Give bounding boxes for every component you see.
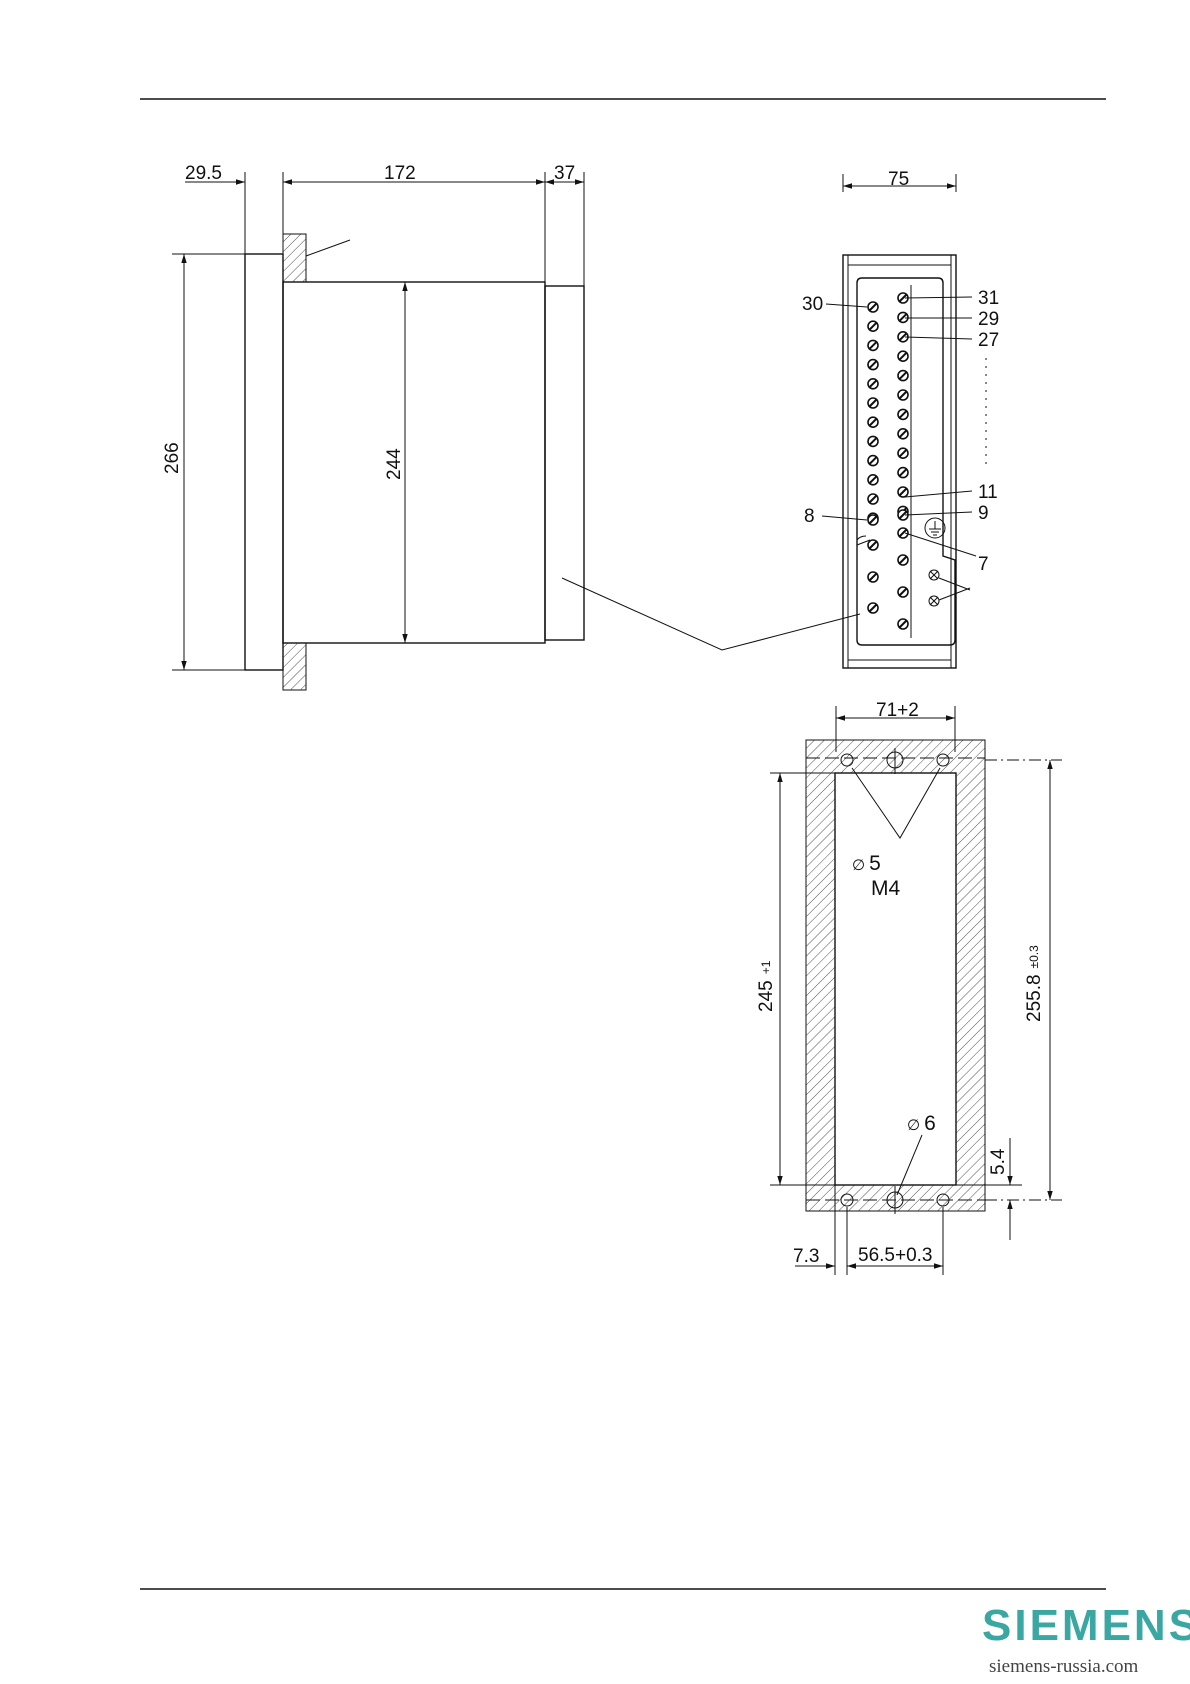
dim-body-height: 244 [384,448,405,480]
terminal-screw-icon [898,468,908,478]
terminal-screw-icon [868,572,878,582]
dim-flange-thickness: 29.5 [185,163,222,184]
dim-hole-diameter-top: ∅5 [852,852,881,875]
terminal-screw-icon [898,390,908,400]
terminal-screw-icon [898,487,908,497]
dim-cutout-width: 71+2 [876,700,919,721]
terminal-screw-icon [868,379,878,389]
dim-edge-offset: 7.3 [793,1246,819,1267]
housing-body [283,282,545,643]
terminal-screw-icon [898,371,908,381]
terminal-screw-icon [898,312,908,322]
terminal-screw-icon [868,540,878,550]
rear-connector-block [545,286,584,640]
terminal-label-7: 7 [978,554,989,575]
terminal-label-11: 11 [978,482,998,503]
terminal-screw-icon [868,515,878,525]
terminal-screw-icon [868,340,878,350]
terminal-label-29: 29 [978,309,999,330]
side-view: 29.5 172 37 266 244 [162,163,860,690]
dim-rear-width: 75 [888,169,909,190]
rear-view: 75 30 31 29 27 11 9 [802,169,999,668]
terminal-screw-icon [898,429,908,439]
terminal-screw-icon [868,417,878,427]
brand-name: SIEMENS [982,1601,1190,1650]
dim-front-height: 266 [162,442,183,474]
cutout-hatched-frame [806,740,985,1211]
panel-section-top [283,234,306,282]
panel-section-bottom [283,643,306,690]
terminal-screws [868,293,908,629]
terminal-screw-icon [898,555,908,565]
earth-ground-icon [925,518,945,538]
fixing-screw-icon [929,570,970,606]
dim-housing-length: 172 [384,163,416,184]
terminal-screw-icon [868,603,878,613]
dim-cutout-height: 245+1 [756,960,777,1012]
terminal-screw-icon [898,448,908,458]
terminal-label-9: 9 [978,503,989,524]
panel-cutout: 71+2 ∅5 M4 ∅6 245+1 255.8±0.3 5.4 7.3 56… [756,700,1062,1275]
terminal-label-8: 8 [804,506,815,527]
dim-bottom-hole-spacing: 56.5+0.3 [858,1245,933,1266]
siemens-logo: SIEMENS siemens-russia.com [982,1601,1190,1677]
terminal-screw-icon [868,436,878,446]
terminal-screw-icon [868,321,878,331]
terminal-screw-icon [868,360,878,370]
dim-rear-depth: 37 [554,163,575,184]
brand-url: siemens-russia.com [989,1656,1139,1677]
terminal-screw-icon [868,494,878,504]
dim-hole-spacing: 255.8±0.3 [1024,945,1045,1022]
terminal-screw-icon [898,619,908,629]
terminal-label-27: 27 [978,330,999,351]
dim-hole-offset: 5.4 [988,1148,1009,1175]
terminal-label-31: 31 [978,288,999,309]
terminal-screw-icon [868,302,878,312]
terminal-screw-icon [898,409,908,419]
terminal-screw-icon [868,398,878,408]
terminal-screw-icon [868,475,878,485]
terminal-label-30: 30 [802,294,823,315]
terminal-screw-icon [898,587,908,597]
dim-hole-diameter-bottom: ∅6 [907,1112,936,1135]
terminal-screw-icon [868,456,878,466]
front-plate [245,254,283,670]
terminal-screw-icon [898,351,908,361]
dim-thread-size: M4 [871,877,900,900]
